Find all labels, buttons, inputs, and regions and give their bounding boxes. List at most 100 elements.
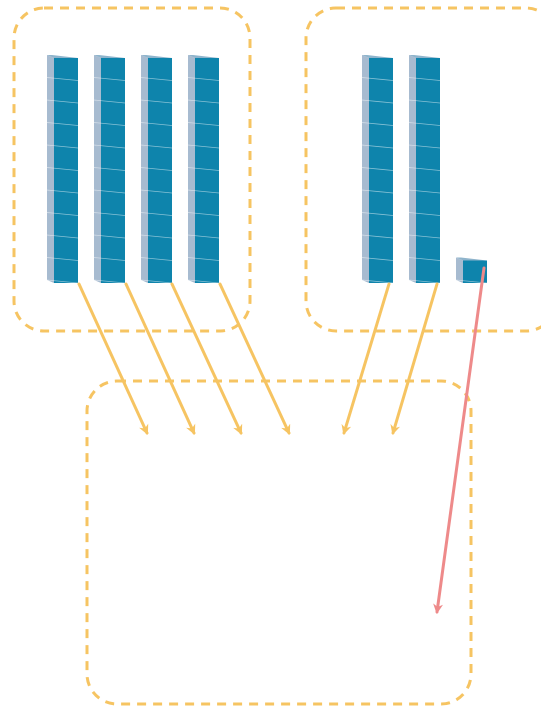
cube-side-face [456, 257, 463, 283]
cube-front-face [54, 215, 78, 238]
cube-side-face [409, 212, 416, 238]
cube-front-face [148, 58, 172, 81]
cube-edge [361, 99, 394, 104]
cube-front-face [54, 148, 78, 171]
cube-edge [46, 144, 79, 149]
cube-top-face [409, 55, 440, 58]
cube-side-face [47, 55, 54, 81]
arrow-rod-2 [124, 282, 196, 435]
cube-front-face [195, 125, 219, 148]
ten-rod-icon [408, 55, 441, 284]
ten-rod-icon [46, 55, 79, 284]
cube-front-face [148, 103, 172, 126]
cube-front-face [148, 215, 172, 238]
cube-front-face [101, 58, 125, 81]
cube-edge [140, 99, 173, 104]
cube-edge [187, 234, 220, 239]
cube-edge [46, 167, 79, 171]
cube-side-face [94, 145, 101, 171]
target-box [85, 379, 473, 706]
cube-side-face [141, 257, 148, 283]
cube-edge [46, 234, 79, 239]
cube-edge [408, 77, 441, 81]
cube-front-face [195, 238, 219, 261]
cube-side-face [362, 100, 369, 126]
cube-front-face [195, 103, 219, 126]
cube-edge [187, 122, 220, 126]
cube-side-face [362, 190, 369, 216]
cube-edge [46, 189, 79, 194]
cube-side-face [47, 212, 54, 238]
cube-edge [187, 77, 220, 81]
cube-side-face [188, 190, 195, 216]
cube-front-face [54, 260, 78, 283]
cube-front-face [416, 103, 440, 126]
cube-front-face [54, 193, 78, 216]
cube-side-face [94, 100, 101, 126]
cube-side-face [141, 190, 148, 216]
cube-front-face [148, 238, 172, 261]
cube-front-face [369, 260, 393, 283]
cube-front-face [416, 58, 440, 81]
cube-side-face [47, 77, 54, 103]
cube-edge [46, 212, 79, 216]
cube-front-face [416, 125, 440, 148]
cube-front-face [416, 215, 440, 238]
cube-front-face [54, 58, 78, 81]
cube-front-face [195, 215, 219, 238]
cube-front-face [101, 80, 125, 103]
cube-front-face [463, 260, 487, 283]
cube-edge [361, 279, 394, 284]
cubes-layer [46, 55, 488, 284]
cube-edge [93, 99, 126, 104]
cube-front-face [54, 125, 78, 148]
cube-edge [361, 257, 394, 261]
cube-top-face [456, 257, 487, 261]
arrow-rod-6 [390, 282, 439, 435]
cube-front-face [54, 238, 78, 261]
right-group-box [304, 6, 541, 333]
cube-side-face [94, 257, 101, 283]
cube-front-face [148, 260, 172, 283]
cube-side-face [141, 100, 148, 126]
cube-side-face [188, 145, 195, 171]
cube-side-face [94, 167, 101, 193]
cube-edge [408, 212, 441, 216]
ten-rod-icon [93, 55, 126, 284]
cube-top-face [47, 55, 78, 58]
cube-edge [361, 77, 394, 81]
cube-edge [187, 144, 220, 149]
cube-side-face [94, 122, 101, 148]
cube-side-face [409, 77, 416, 103]
cube-front-face [416, 260, 440, 283]
cube-side-face [188, 100, 195, 126]
cube-edge [187, 279, 220, 284]
cube-front-face [369, 80, 393, 103]
cube-front-face [148, 125, 172, 148]
cube-side-face [409, 122, 416, 148]
cube-front-face [416, 80, 440, 103]
arrow-rod-1 [77, 282, 149, 435]
cube-edge [140, 257, 173, 261]
cube-edge [187, 167, 220, 171]
cube-top-face [141, 55, 172, 58]
cube-edge [187, 257, 220, 261]
cube-side-face [47, 190, 54, 216]
cube-edge [140, 144, 173, 149]
cube-front-face [54, 80, 78, 103]
arrow-rod-3 [170, 282, 243, 435]
cube-edge [93, 77, 126, 81]
ten-rod-icon [140, 55, 173, 284]
cube-front-face [195, 80, 219, 103]
cube-edge [361, 212, 394, 216]
cube-edge [140, 212, 173, 216]
cube-front-face [101, 215, 125, 238]
cube-edge [140, 234, 173, 239]
cube-edge [361, 167, 394, 171]
cube-front-face [195, 193, 219, 216]
cube-edge [93, 279, 126, 284]
cube-side-face [188, 257, 195, 283]
cube-edge [408, 167, 441, 171]
ten-rod-icon [187, 55, 220, 284]
cube-edge [361, 189, 394, 194]
